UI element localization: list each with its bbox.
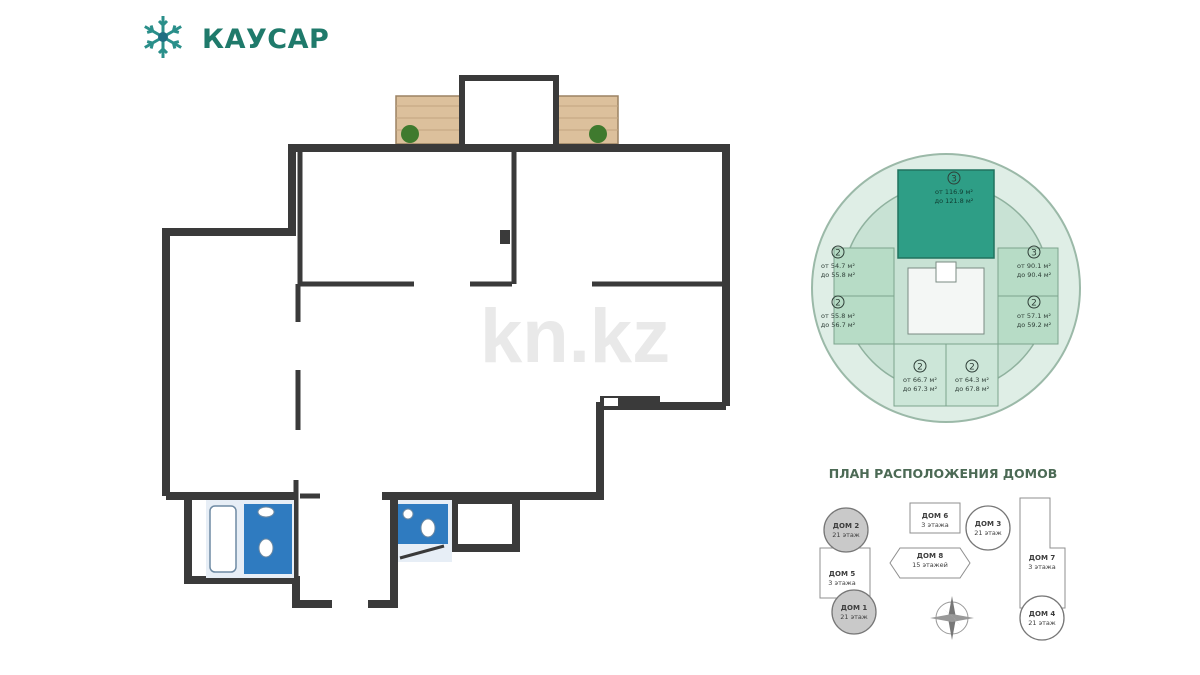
apartment-rooms-badge bbox=[913, 359, 927, 373]
brand-name: КАУСАР bbox=[202, 24, 330, 55]
apartment-rooms: 3 bbox=[1031, 249, 1037, 259]
apartment-area-from: от 57.1 м² bbox=[1017, 312, 1051, 320]
building-outline bbox=[965, 505, 1011, 551]
apartment-rooms-badge bbox=[965, 359, 979, 373]
compass-rose-icon bbox=[930, 596, 974, 640]
apartment-area-from: от 90.1 м² bbox=[1017, 262, 1051, 270]
selected-apartment[interactable] bbox=[897, 169, 995, 259]
building-name: ДОМ 7 bbox=[1029, 554, 1056, 562]
wall-bay bbox=[459, 75, 559, 146]
building-name: ДОМ 5 bbox=[829, 570, 856, 578]
building-name: ДОМ 2 bbox=[833, 522, 860, 530]
apartment-area-from: от 54.7 м² bbox=[821, 262, 855, 270]
building-floors: 3 этажа bbox=[828, 579, 855, 587]
apartment-rooms-badge bbox=[831, 245, 845, 259]
building-name: ДОМ 6 bbox=[922, 512, 949, 520]
apartment-rooms-badge bbox=[1027, 245, 1041, 259]
apartment-rooms: 3 bbox=[951, 175, 957, 185]
floor-plan: kn.kz bbox=[162, 75, 730, 608]
bathroom-1 bbox=[206, 500, 294, 578]
brand-logo: КАУСАР bbox=[136, 10, 366, 66]
apartment-area-from: от 64.3 м² bbox=[955, 376, 989, 384]
building-outline bbox=[831, 589, 877, 635]
apartment-rooms: 2 bbox=[969, 363, 975, 373]
building-floors: 21 этаж bbox=[840, 613, 868, 621]
building-name: ДОМ 4 bbox=[1029, 610, 1056, 618]
apartment-rooms: 2 bbox=[1031, 299, 1037, 309]
building-outline bbox=[823, 507, 869, 553]
apartment-area-to: до 90.4 м² bbox=[1017, 271, 1052, 279]
apartment-area-to: до 67.8 м² bbox=[955, 385, 990, 393]
sink-icon bbox=[402, 508, 414, 520]
building-floors: 15 этажей bbox=[912, 561, 948, 569]
building-outline bbox=[1019, 595, 1065, 641]
inner-walls bbox=[293, 148, 724, 580]
sink-icon bbox=[257, 506, 275, 518]
apartment-rooms-badge bbox=[947, 171, 961, 185]
apartment-area-to: до 121.8 м² bbox=[935, 197, 974, 205]
apartment-area-from: от 116.9 м² bbox=[935, 188, 973, 196]
site-plan-title: ПЛАН РАСПОЛОЖЕНИЯ ДОМОВ bbox=[828, 466, 1058, 481]
apartment-rooms: 2 bbox=[835, 249, 841, 259]
balcony-left bbox=[395, 95, 461, 145]
apartment-rooms: 2 bbox=[835, 299, 841, 309]
balcony-right bbox=[555, 95, 619, 145]
toilet-icon bbox=[258, 538, 274, 558]
plant-icon bbox=[589, 125, 607, 143]
watermark: kn.kz bbox=[480, 294, 670, 379]
building-name: ДОМ 3 bbox=[975, 520, 1002, 528]
apartment-area-from: от 55.8 м² bbox=[821, 312, 855, 320]
building-floors: 3 этажа bbox=[921, 521, 948, 529]
apartment-area-to: до 56.7 м² bbox=[821, 321, 856, 329]
building-floors: 21 этаж bbox=[974, 529, 1002, 537]
apartment-area-to: до 67.3 м² bbox=[903, 385, 938, 393]
building-name: ДОМ 1 bbox=[841, 604, 868, 612]
apartment-area-to: до 55.8 м² bbox=[821, 271, 856, 279]
plant-icon bbox=[401, 125, 419, 143]
outer-walls bbox=[162, 144, 730, 608]
apartment-rooms-badge bbox=[831, 295, 845, 309]
bathroom-2 bbox=[398, 500, 452, 562]
snowflake-icon bbox=[144, 16, 182, 58]
building-floors: 21 этаж bbox=[832, 531, 860, 539]
building-floors: 21 этаж bbox=[1028, 619, 1056, 627]
apartment-rooms-badge bbox=[1027, 295, 1041, 309]
apartment-area-from: от 66.7 м² bbox=[903, 376, 937, 384]
apartment-area-to: до 59.2 м² bbox=[1017, 321, 1052, 329]
bathtub-icon bbox=[209, 505, 237, 573]
building-floors: 3 этажа bbox=[1028, 563, 1055, 571]
toilet-icon bbox=[420, 518, 436, 538]
apartment-rooms: 2 bbox=[917, 363, 923, 373]
building-name: ДОМ 8 bbox=[917, 552, 944, 560]
